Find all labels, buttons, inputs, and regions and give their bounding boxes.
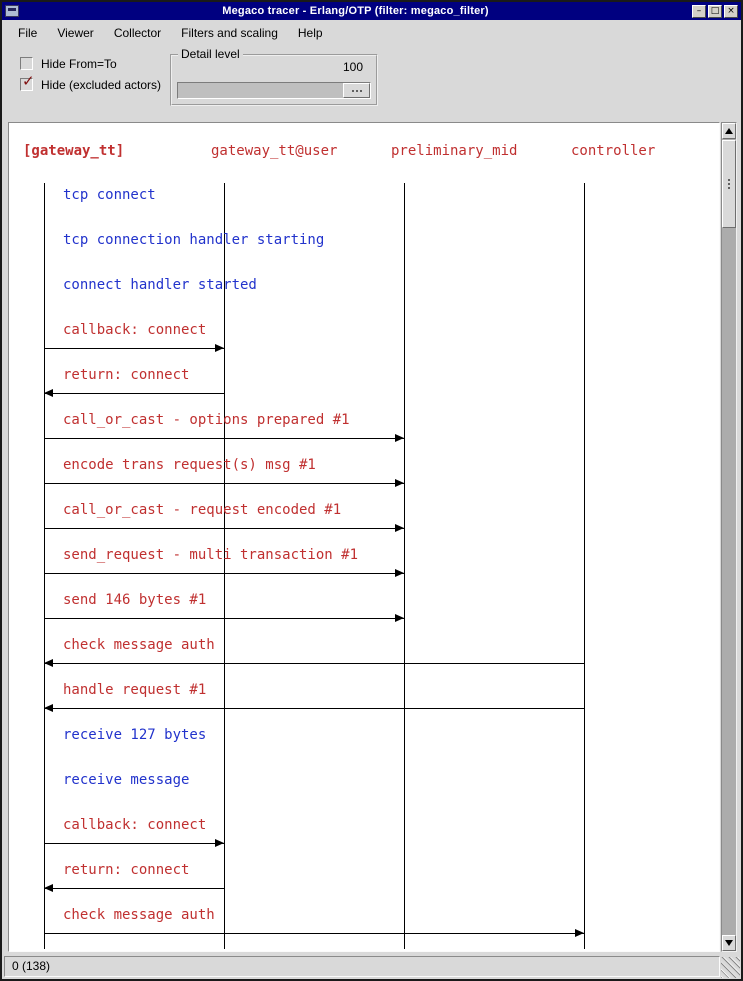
slider-thumb[interactable] [343,83,370,98]
scroll-down-button[interactable] [722,935,736,951]
scrollbar-thumb[interactable] [722,140,736,228]
window-title: Megaco tracer - Erlang/OTP (filter: mega… [222,5,489,17]
event-label[interactable]: send 146 bytes #1 [63,592,207,608]
event-label[interactable]: check message auth [63,637,215,653]
detail-level-label: Detail level [178,47,243,61]
message-arrow [44,393,224,394]
message-arrow [44,573,404,574]
message-arrow [44,483,404,484]
event-label[interactable]: return: connect [63,367,190,383]
event-label[interactable]: connect handler started [63,277,257,293]
arrow-head-icon [44,389,53,397]
menu-collector[interactable]: Collector [113,26,162,40]
event-label[interactable]: handle request #1 [63,682,207,698]
message-arrow [44,843,224,844]
message-arrow [44,618,404,619]
message-arrow [44,663,584,664]
arrow-head-icon [395,569,404,577]
slider-grip-icon [351,89,354,92]
actor-controller[interactable]: controller [571,143,656,159]
lifeline [44,183,45,949]
status-text: 0 (138) [4,956,720,977]
check-icon: ✓ [22,72,35,90]
event-label[interactable]: send_request - multi transaction #1 [63,547,359,563]
scroll-up-button[interactable] [722,123,736,139]
app-icon[interactable] [5,5,19,17]
event-label[interactable]: receive 127 bytes [63,727,207,743]
event-label[interactable]: call_or_cast - options prepared #1 [63,412,350,428]
arrow-head-icon [395,614,404,622]
arrow-head-icon [215,839,224,847]
resize-grip[interactable] [721,957,740,978]
message-arrow [44,888,224,889]
up-arrow-icon [725,128,733,134]
checkbox-hide-excluded-actors[interactable]: ✓ Hide (excluded actors) [20,74,162,92]
event-label[interactable]: tcp connection handler starting [63,232,325,248]
menubar: File Viewer Collector Filters and scaling He… [2,20,741,46]
maximize-button[interactable]: □ [708,4,722,18]
arrow-head-icon [215,344,224,352]
checkbox-group: Hide From=To ✓ Hide (excluded actors) [20,57,161,99]
down-arrow-icon [725,940,733,946]
arrow-head-icon [575,929,584,937]
event-label[interactable]: encode trans request(s) msg #1 [63,457,316,473]
statusbar: 0 (138) [2,954,741,979]
arrow-head-icon [44,884,53,892]
menu-file[interactable]: File [18,26,38,40]
checkbox-checked-icon[interactable]: ✓ [20,74,35,91]
checkbox-unchecked-icon[interactable] [20,57,33,70]
close-button[interactable]: × [724,4,738,18]
checkbox-hide-from-to[interactable]: Hide From=To [20,56,161,71]
event-label[interactable]: receive message [63,772,190,788]
actor-gateway-tt-user[interactable]: gateway_tt@user [211,143,338,159]
message-arrow [44,438,404,439]
thumb-grip-icon [728,179,730,181]
arrow-head-icon [44,659,53,667]
menu-filters-and-scaling[interactable]: Filters and scaling [181,26,278,40]
sequence-canvas[interactable]: [gateway_tt] gateway_tt@user preliminary_m… [8,122,720,952]
titlebar[interactable]: Megaco tracer - Erlang/OTP (filter: mega… [2,2,741,20]
lifeline [404,183,405,949]
window-controls: –□× [692,4,738,18]
arrow-head-icon [395,524,404,532]
arrow-head-icon [44,704,53,712]
event-label[interactable]: callback: connect [63,817,207,833]
message-arrow [44,708,584,709]
message-arrow [44,528,404,529]
message-arrow [44,933,584,934]
actor-preliminary-mid[interactable]: preliminary_mid [391,143,518,159]
event-label[interactable]: call_or_cast - request encoded #1 [63,502,342,518]
actor-gateway-tt[interactable]: [gateway_tt] [23,143,125,159]
detail-level-slider[interactable] [177,82,371,99]
event-label[interactable]: check message auth [63,907,215,923]
event-label[interactable]: return: connect [63,862,190,878]
arrow-head-icon [395,434,404,442]
detail-level-value: 100 [342,60,363,74]
minimize-button[interactable]: – [692,4,706,18]
arrow-head-icon [395,479,404,487]
detail-level-frame: Detail level 100 [170,47,378,106]
lifeline [584,183,585,949]
menu-help[interactable]: Help [297,26,323,40]
checkbox-label: Hide From=To [41,56,117,71]
event-label[interactable]: tcp connect [63,187,156,203]
menu-viewer[interactable]: Viewer [57,26,94,40]
event-label[interactable]: callback: connect [63,322,207,338]
message-arrow [44,348,224,349]
lifeline [224,183,225,949]
checkbox-label: Hide (excluded actors) [41,77,162,92]
vertical-scrollbar[interactable] [721,122,737,952]
